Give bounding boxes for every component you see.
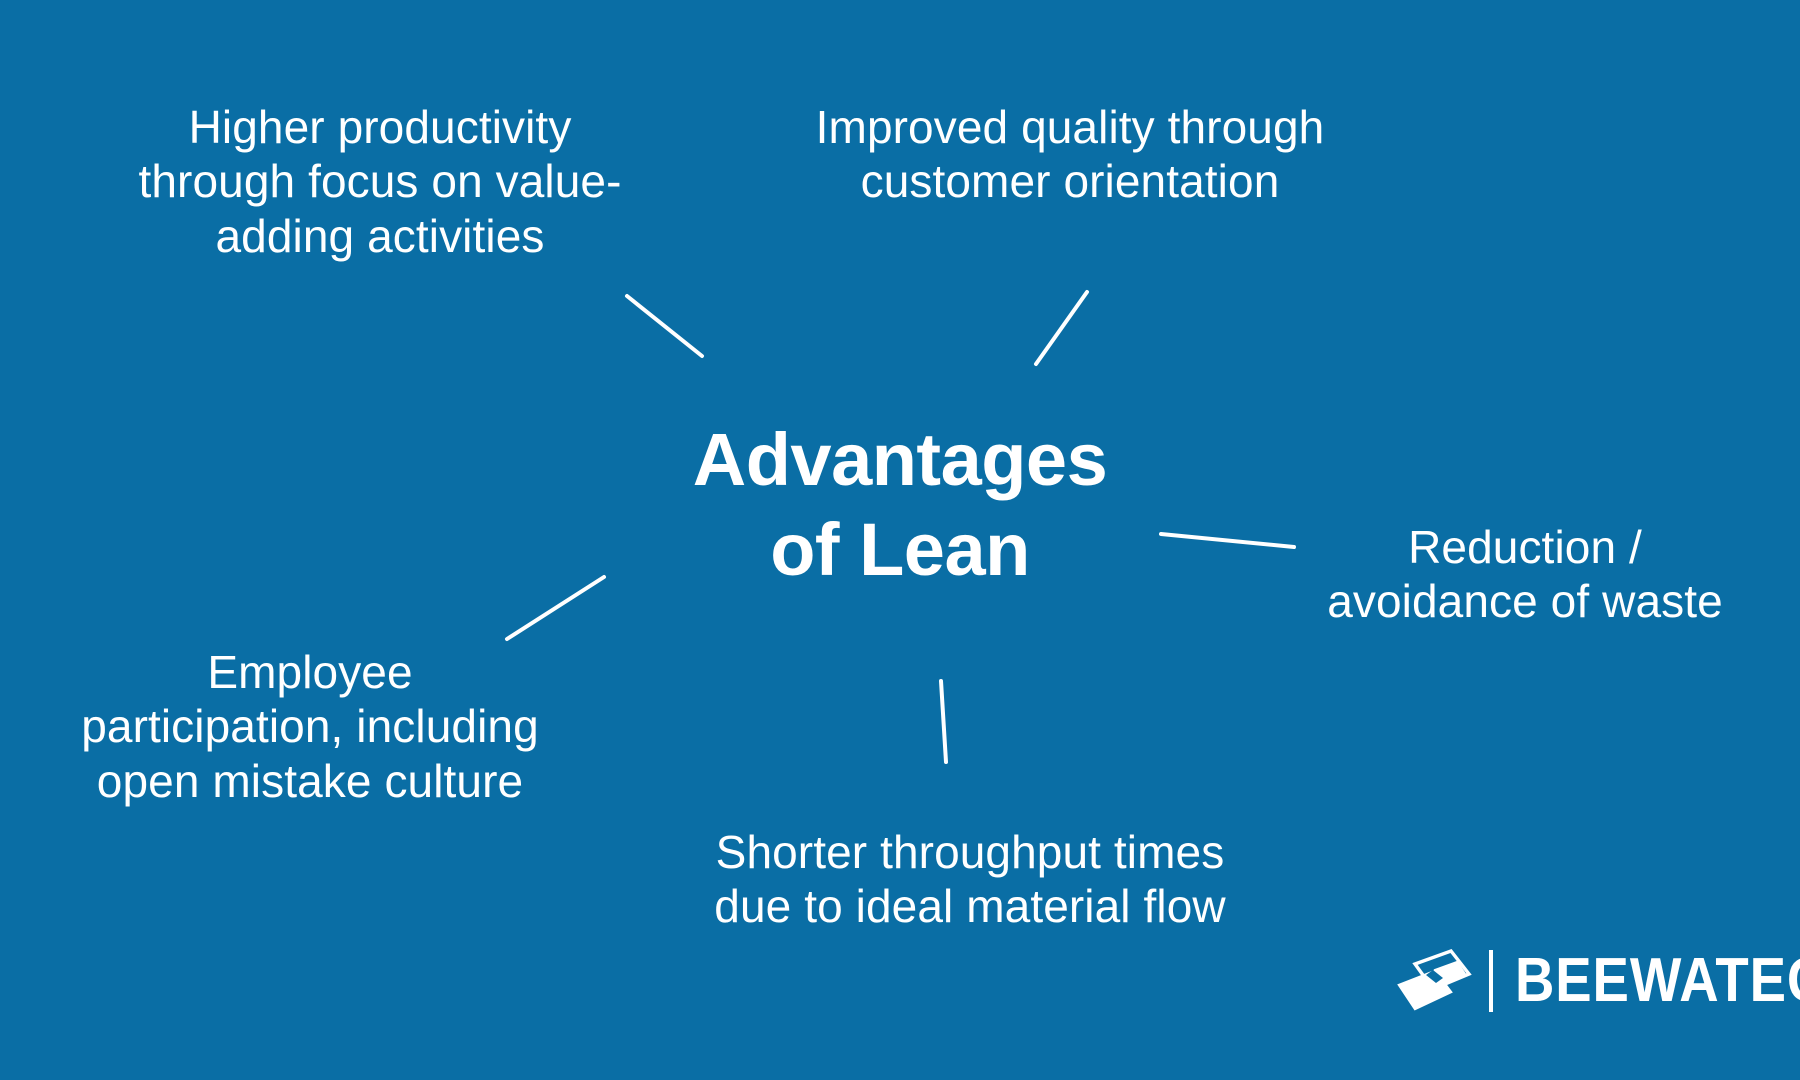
node-employee-participation: Employee participation, including open m… bbox=[81, 646, 539, 807]
connector-productivity bbox=[625, 294, 704, 358]
beewatec-diamond-mark bbox=[1397, 948, 1472, 1011]
node-higher-productivity: Higher productivity through focus on val… bbox=[138, 101, 622, 262]
beewatec-logo: BEEWATEC bbox=[1395, 938, 1800, 1024]
logo-wordmark: BEEWATEC bbox=[1515, 946, 1800, 1015]
logo-divider bbox=[1489, 950, 1493, 1012]
connector-waste bbox=[1159, 532, 1296, 549]
connector-throughput bbox=[939, 679, 948, 764]
node-improved-quality: Improved quality through customer orient… bbox=[815, 101, 1325, 208]
center-title: Advantages of Lean bbox=[692, 418, 1108, 592]
node-reduction-of-waste: Reduction / avoidance of waste bbox=[1327, 521, 1723, 628]
connector-quality bbox=[1034, 290, 1089, 366]
connector-employee bbox=[505, 575, 606, 641]
node-shorter-throughput-times: Shorter throughput times due to ideal ma… bbox=[714, 826, 1226, 933]
